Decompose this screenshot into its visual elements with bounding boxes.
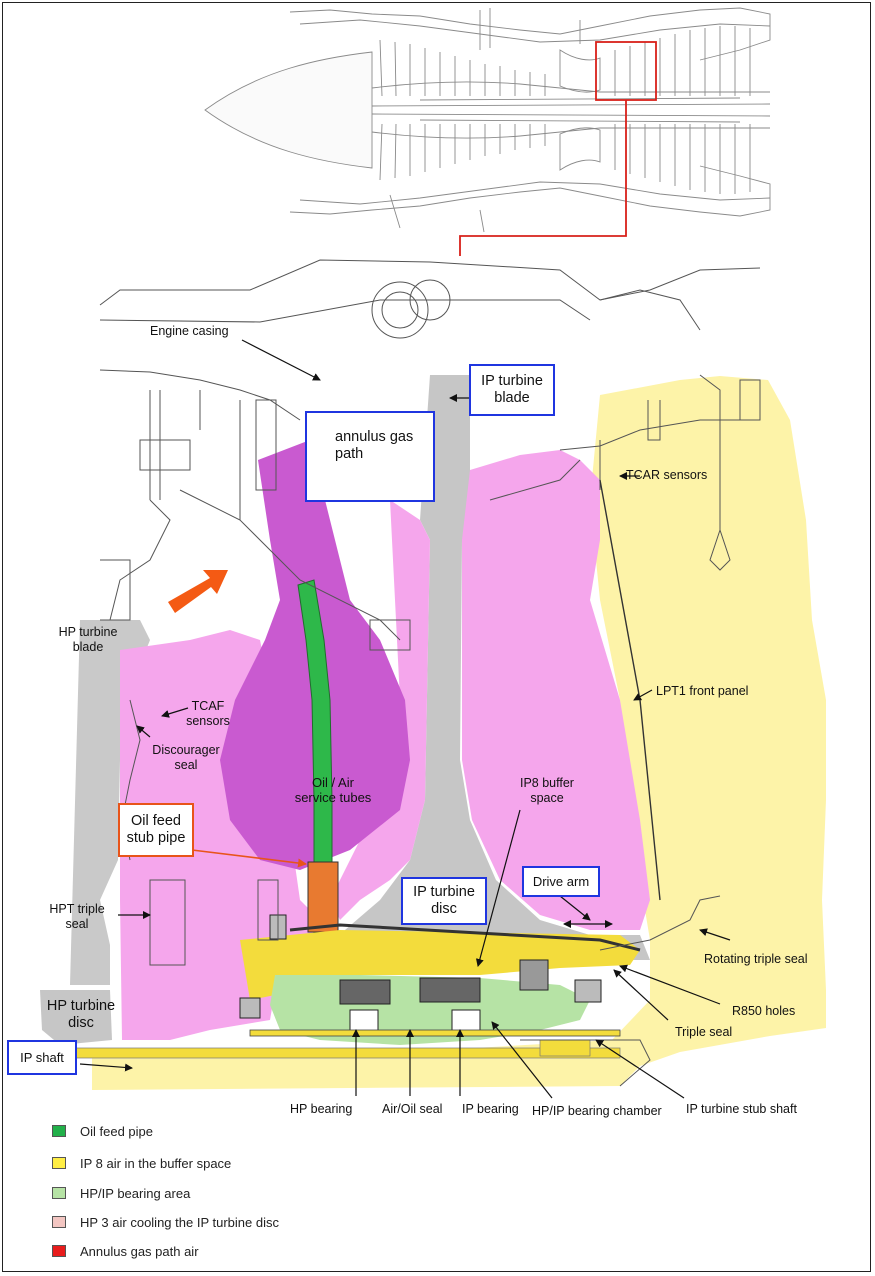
legend-label: IP 8 air in the buffer space [80,1155,232,1171]
label-discourager-seal: Discourager seal [152,743,220,772]
leader-drive-arm [559,895,591,921]
label-hp-turbine-disc: HP turbine disc [46,998,116,1031]
leader-ip8-buffer-space [475,809,521,967]
leader-tcaf-sensors [161,707,189,718]
leader-oil-feed-stub-pipe [191,849,307,868]
label-ip8-buffer-space: IP8 buffer space [520,776,574,805]
legend-item-annulus-gas-air: Annulus gas path air [52,1243,199,1259]
legend-swatch [52,1245,66,1257]
oil-feed-stub-pipe-shape [307,861,339,933]
legend-swatch [52,1125,66,1137]
legend-item-bearing-area: HP/IP bearing area [52,1185,190,1201]
label-tcaf-sensors: TCAF sensors [186,699,230,728]
label-hpt-triple-seal: HPT triple seal [49,902,105,931]
label-r850-holes: R850 holes [732,1004,796,1018]
leader-lpt1-front-panel [633,689,653,701]
pink-hp3-mid [330,500,430,920]
leader-rotating-triple-seal [699,928,731,941]
legend-item-hp3-air: HP 3 air cooling the IP turbine disc [52,1214,279,1230]
label-air-oil-seal: Air/Oil seal [382,1102,443,1116]
leader-ip-turbine-stub-shaft [595,1039,685,1099]
label-hp-ip-bearing-chamber: HP/IP bearing chamber [532,1104,662,1118]
legend-item-ip8-air: IP 8 air in the buffer space [52,1155,231,1171]
label-ip-turbine-stub-shaft: IP turbine stub shaft [686,1102,797,1116]
box-ip-turbine-blade: IP turbine blade [469,364,555,416]
grey-hp-disc-blob [40,990,112,1045]
box-drive-arm: Drive arm [522,866,600,897]
box-ip-turbine-disc: IP turbine disc [401,877,487,925]
yellow-ip8-buffer [240,930,640,1000]
leader-hp-ip-bearing-chamber [491,1021,553,1099]
leader-r850-holes [619,964,721,1005]
zoom-region-box [595,41,657,101]
engine-overview-sketch [204,7,771,233]
pink-hp3-right [462,450,650,930]
label-lpt1-front-panel: LPT1 front panel [656,684,749,698]
lpt-yellow-region [92,376,826,1090]
label-oil-air-service-tubes: Oil / Air service tubes [294,775,372,805]
bearing-hardware [239,914,602,1033]
zoom-callout-line [459,100,627,256]
leader-triple-seal [613,969,669,1021]
label-hp-bearing: HP bearing [290,1102,353,1116]
legend-item-oil-feed-pipe: Oil feed pipe [52,1123,153,1139]
legend-label: Annulus gas path air [80,1243,199,1259]
label-triple-seal: Triple seal [675,1025,733,1039]
label-rotating-triple-seal: Rotating triple seal [704,952,808,966]
leader-engine-casing [241,339,321,381]
legend-label: Oil feed pipe [80,1123,153,1139]
leader-ip-shaft [79,1063,133,1072]
label-ip-bearing: IP bearing [462,1102,519,1116]
legend-label: HP/IP bearing area [80,1185,191,1201]
legend-swatch [52,1157,66,1169]
annulus-arrow-lower [168,570,228,613]
legend-swatch [52,1187,66,1199]
ip-shaft-strip [59,1047,621,1059]
leader-discourager-seal [136,725,151,738]
box-oil-feed-stub-pipe: Oil feed stub pipe [118,803,194,857]
label-hp-turbine-blade: HP turbine blade [58,625,118,654]
box-annulus-gas-path: annulus gas path [305,411,435,502]
legend-swatch [52,1216,66,1228]
leader-lines [79,339,731,1099]
label-engine-casing: Engine casing [150,324,229,338]
box-ip-shaft: IP shaft [7,1040,77,1075]
legend-label: HP 3 air cooling the IP turbine disc [80,1214,279,1230]
label-tcar-sensors: TCAR sensors [626,468,708,482]
structure-line-art [99,259,761,1087]
